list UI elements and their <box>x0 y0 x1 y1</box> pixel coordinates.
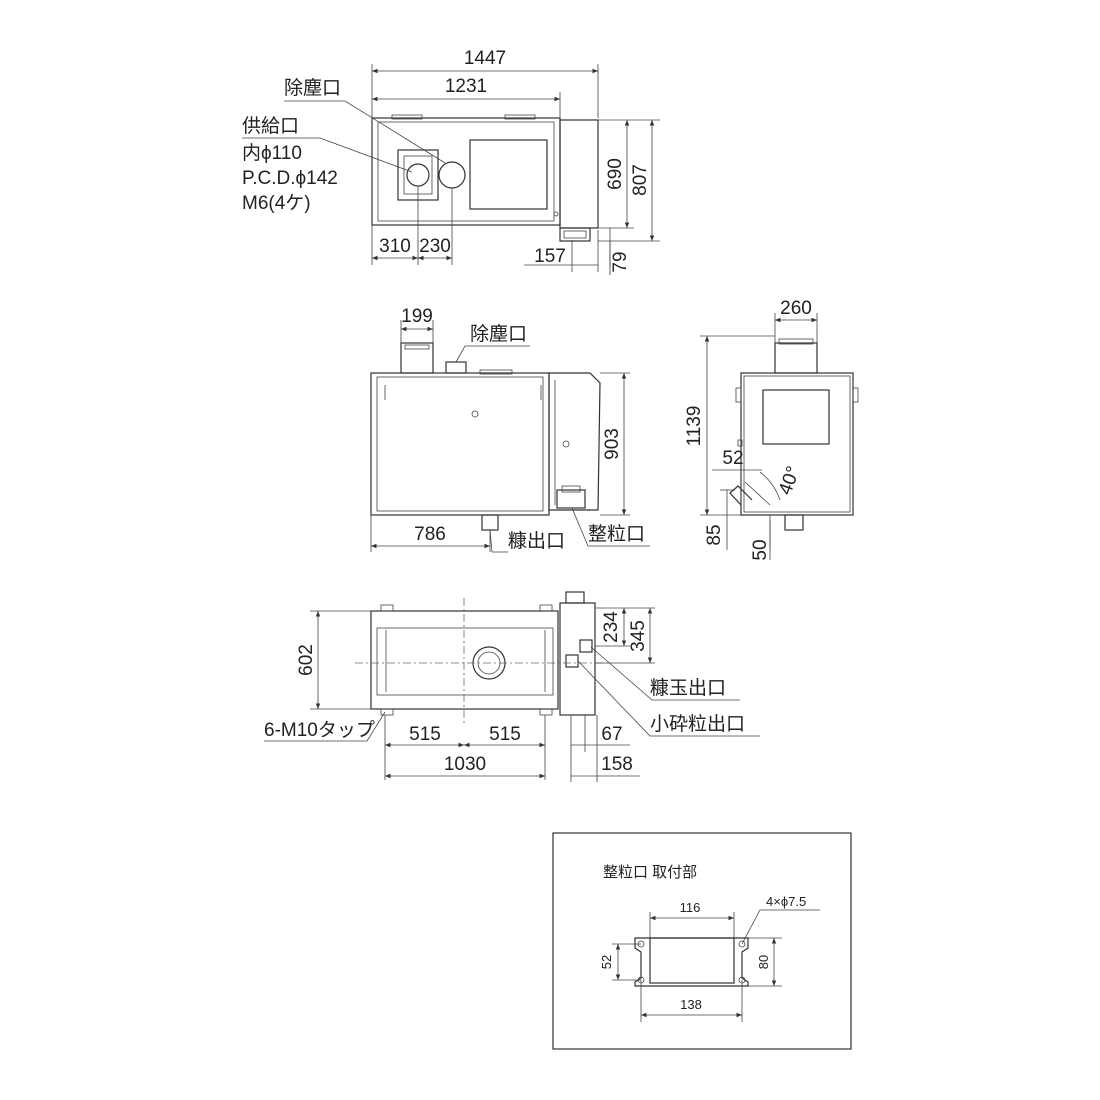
dim-1139: 1139 <box>684 406 705 447</box>
dim-1447: 1447 <box>464 48 506 69</box>
supply-port-label-3: P.C.D.ϕ142 <box>242 168 338 189</box>
bottom-view: 602 234 345 515 515 1030 67 158 6-M10タップ… <box>264 591 760 782</box>
dim-50: 50 <box>750 539 771 560</box>
bottom-body <box>370 610 559 710</box>
supply-port-label-4: M6(4ケ) <box>242 193 311 214</box>
dim-52: 52 <box>722 448 743 469</box>
detail-dim-52: 52 <box>599 955 614 969</box>
small-broken-outlet-label: 小砕粒出口 <box>650 713 745 735</box>
detail-holes-label: 4×ϕ7.5 <box>766 894 806 909</box>
end-angled-chute <box>729 485 753 506</box>
top-dust-port-label: 除塵口 <box>284 77 341 99</box>
dim-903: 903 <box>602 428 623 460</box>
dim-1231: 1231 <box>445 76 487 97</box>
dim-85: 85 <box>704 524 725 545</box>
side-hopper <box>400 342 434 374</box>
bran-ball-outlet-label: 糠玉出口 <box>650 676 726 699</box>
top-view: 1447 1231 690 807 79 157 310 230 除塵口 供給口… <box>242 48 660 275</box>
dim-79: 79 <box>610 251 631 272</box>
tap-label: 6-M10タップ <box>264 719 375 741</box>
dim-515-right: 515 <box>489 724 521 745</box>
detail-box: 整粒口 取付部 116 4×ϕ7.5 52 80 138 <box>552 832 852 1050</box>
dim-234: 234 <box>601 611 622 643</box>
dim-260: 260 <box>780 298 812 319</box>
sizing-port-flange <box>556 489 586 509</box>
detail-frame <box>552 832 852 1050</box>
dim-199: 199 <box>401 306 433 327</box>
supply-port-label-2: 内ϕ110 <box>242 142 302 164</box>
dim-807: 807 <box>630 164 651 196</box>
dim-230: 230 <box>419 236 451 257</box>
dim-67: 67 <box>601 724 622 745</box>
dim-515-left: 515 <box>409 724 441 745</box>
detail-title: 整粒口 取付部 <box>603 864 697 881</box>
side-view: 199 903 786 除塵口 糠出口 整粒口 <box>370 306 650 553</box>
dim-310: 310 <box>379 236 411 257</box>
detail-opening <box>649 937 735 984</box>
dim-690: 690 <box>605 158 626 190</box>
top-side-module <box>559 119 599 229</box>
detail-dim-138: 138 <box>680 997 702 1012</box>
end-view: 40° 260 1139 52 85 50 <box>684 298 859 561</box>
end-hopper <box>774 342 818 374</box>
bran-outlet-label: 糠出口 <box>508 529 565 552</box>
dust-port-circle <box>438 161 466 189</box>
dim-602: 602 <box>296 644 317 676</box>
bran-ball-outlet <box>579 639 593 653</box>
sizing-port-label: 整粒口 <box>588 523 645 545</box>
dim-157: 157 <box>534 246 566 267</box>
end-outlet-pipe <box>784 514 804 531</box>
dim-40deg: 40° <box>775 464 805 498</box>
dim-1030: 1030 <box>444 754 486 775</box>
side-dust-box <box>445 361 467 374</box>
supply-port-label-1: 供給口 <box>242 115 299 137</box>
dim-345: 345 <box>628 620 649 652</box>
detail-flange <box>634 937 749 987</box>
detail-dim-80: 80 <box>756 955 771 969</box>
dim-158: 158 <box>601 754 633 775</box>
end-window <box>762 389 830 445</box>
top-window <box>469 139 548 210</box>
side-module <box>548 372 601 511</box>
small-broken-outlet <box>565 654 579 668</box>
detail-dim-116: 116 <box>680 900 701 915</box>
side-body <box>370 372 550 516</box>
side-dust-port-label: 除塵口 <box>470 323 527 345</box>
dim-786: 786 <box>414 524 446 545</box>
bran-outlet-pipe <box>481 514 499 531</box>
